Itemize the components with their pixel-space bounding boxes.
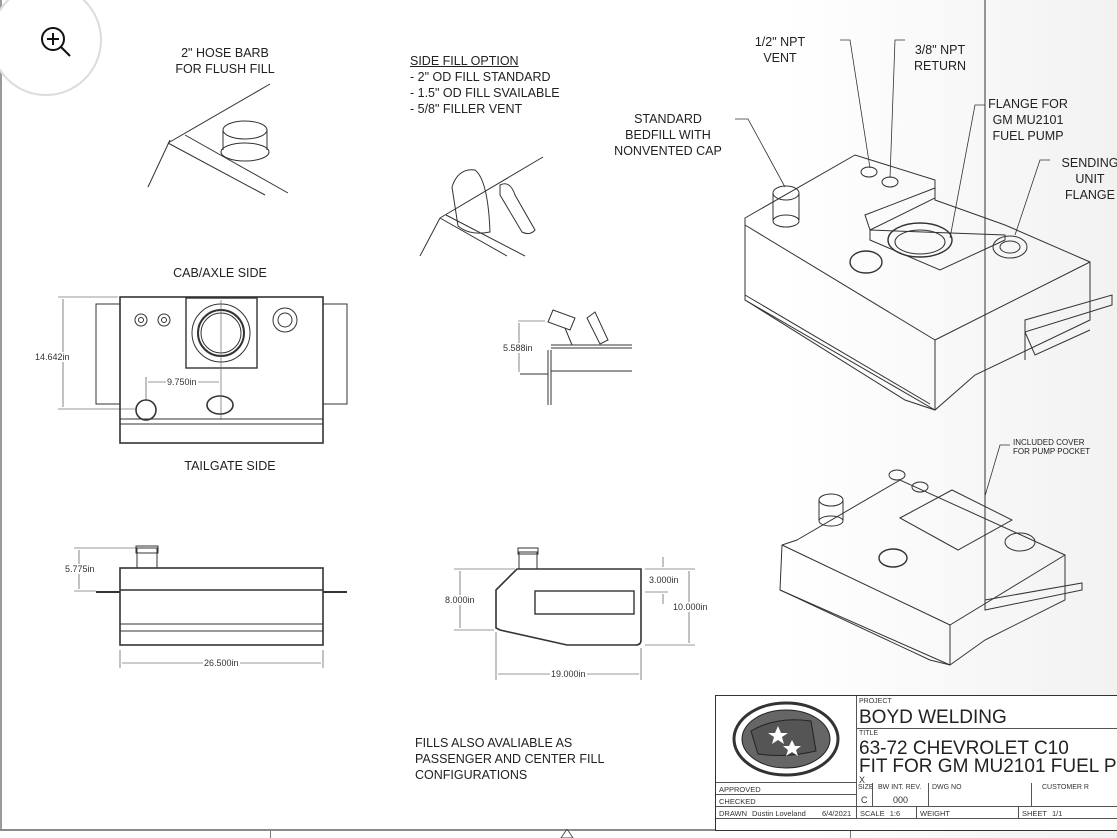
- title-block: PROJECT BOYD WELDING TITLE 63-72 CHEVROL…: [715, 695, 1117, 831]
- title-line1: 63-72 CHEVROLET C10: [859, 738, 1069, 759]
- included-cover-line2: FOR PUMP POCKET: [1013, 447, 1091, 456]
- dim-top-offset: 9.750in: [166, 377, 198, 387]
- approved-cell: APPROVED: [716, 783, 857, 795]
- drawn-by: Dustin Loveland: [752, 809, 806, 818]
- hose-barb-line2: FOR FLUSH FILL: [175, 62, 275, 76]
- npt-vent-line2: VENT: [763, 51, 797, 65]
- project-name: BOYD WELDING: [859, 707, 1007, 728]
- dim-top-height: 14.642in: [34, 352, 71, 362]
- standard-bedfill-line3: NONVENTED CAP: [614, 144, 722, 158]
- side-fill-option-note: SIDE FILL OPTION - 2" OD FILL STANDARD -…: [410, 53, 560, 117]
- npt-return-line1: 3/8" NPT: [914, 43, 966, 57]
- checked-label: CHECKED: [719, 797, 756, 806]
- weight-label: WEIGHT: [920, 809, 950, 818]
- sheet-value: 1/1: [1051, 809, 1063, 818]
- weight-cell: WEIGHT: [917, 807, 1019, 819]
- revision-cell: BW INT. REV. 000: [873, 783, 929, 807]
- logo-cell: [716, 696, 857, 783]
- title-line2: FIT FOR GM MU2101 FUEL PUMP: [859, 756, 1117, 777]
- top-view-tank: [58, 296, 348, 444]
- sheet-border-bottom: [0, 829, 1117, 831]
- npt-vent-line1: 1/2" NPT: [754, 35, 806, 49]
- fills-note-line1: FILLS ALSO AVALIABLE AS: [415, 736, 573, 750]
- standard-bedfill-label: STANDARD BEDFILL WITH NONVENTED CAP: [603, 111, 733, 159]
- size-label: SIZE: [858, 784, 874, 791]
- size-value: C: [861, 795, 868, 805]
- isometric-tank-cover: [779, 0, 1083, 666]
- side-fill-item: - 5/8" FILLER VENT: [410, 102, 523, 116]
- side-view-tank: [454, 547, 695, 680]
- sending-unit-label: SENDING UNIT FLANGE: [1050, 155, 1117, 203]
- flange-pump-label: FLANGE FOR GM MU2101 FUEL PUMP: [980, 96, 1076, 144]
- flange-pump-line1: FLANGE FOR: [988, 97, 1068, 111]
- drawn-cell: DRAWN Dustin Loveland 6/4/2021: [716, 807, 857, 819]
- dim-side-pocket: 3.000in: [648, 575, 680, 585]
- hose-barb-line1: 2" HOSE BARB: [181, 46, 269, 60]
- dim-front-height: 5.775in: [64, 564, 96, 574]
- side-fill-title: SIDE FILL OPTION: [410, 54, 519, 68]
- npt-return-label: 3/8" NPT RETURN: [905, 42, 975, 74]
- dim-side-height-rear: 10.000in: [672, 602, 709, 612]
- sheet-border-left: [0, 0, 2, 830]
- sending-unit-line3: FLANGE: [1064, 188, 1115, 202]
- zoom-in-button[interactable]: [0, 0, 102, 96]
- size-cell: SIZE C: [857, 783, 874, 807]
- zone-divider: [270, 831, 271, 838]
- revision-label: BW INT. REV.: [878, 784, 922, 791]
- fills-note-line2: PASSENGER AND CENTER FILL: [415, 752, 605, 766]
- approved-label: APPROVED: [719, 785, 761, 794]
- project-label: PROJECT: [859, 698, 892, 705]
- side-fill-item: - 2" OD FILL STANDARD: [410, 70, 551, 84]
- fills-note-line3: CONFIGURATIONS: [415, 768, 528, 782]
- front-view-tank: [74, 545, 347, 668]
- checked-cell: CHECKED: [716, 795, 857, 807]
- sheet-label: SHEET: [1022, 809, 1047, 818]
- dwg-no-cell: DWG NO: [929, 783, 1032, 807]
- dwg-no-label: DWG NO: [932, 784, 962, 791]
- hose-barb-detail: [147, 83, 289, 196]
- fills-note: FILLS ALSO AVALIABLE AS PASSENGER AND CE…: [415, 735, 604, 783]
- scale-cell: SCALE 1:6: [857, 807, 917, 819]
- boyd-welding-logo: [732, 701, 840, 777]
- title-line3: X: [859, 775, 866, 785]
- side-fill-detail: [419, 156, 544, 257]
- center-mark-icon: [560, 829, 574, 838]
- dim-front-width: 26.500in: [203, 658, 240, 668]
- customer-cell: CUSTOMER R: [1032, 783, 1117, 807]
- zone-divider: [850, 831, 851, 838]
- standard-bedfill-line2: BEDFILL WITH: [625, 128, 711, 142]
- dim-side-height-front: 8.000in: [444, 595, 476, 605]
- title-label: TITLE: [859, 730, 879, 737]
- scale-value: 1:6: [889, 809, 901, 818]
- npt-return-line2: RETURN: [913, 59, 967, 73]
- leader-lines: [735, 39, 1050, 497]
- sending-unit-line1: SENDING: [1061, 156, 1117, 170]
- drawn-label: DRAWN: [719, 809, 748, 818]
- dim-side-length: 19.000in: [550, 669, 587, 679]
- hose-barb-label: 2" HOSE BARB FOR FLUSH FILL: [160, 45, 290, 77]
- flange-pump-line3: FUEL PUMP: [992, 129, 1064, 143]
- sending-unit-line2: UNIT: [1075, 172, 1105, 186]
- included-cover-line1: INCLUDED COVER: [1013, 438, 1085, 447]
- side-fill-item: - 1.5" OD FILL SVAILABLE: [410, 86, 560, 100]
- dim-side-fill-height: 5.588in: [502, 343, 534, 353]
- standard-bedfill-line1: STANDARD: [634, 112, 702, 126]
- customer-label: CUSTOMER R: [1042, 784, 1089, 791]
- sheet-cell: SHEET 1/1: [1019, 807, 1117, 819]
- included-cover-label: INCLUDED COVER FOR PUMP POCKET: [1013, 438, 1090, 456]
- cab-axle-side-label: CAB/AXLE SIDE: [173, 266, 267, 280]
- side-fill-profile: [518, 309, 632, 405]
- zoom-in-icon: [41, 27, 71, 57]
- scale-label: SCALE: [860, 809, 885, 818]
- isometric-tank-pump-flange: [744, 154, 1113, 411]
- drawn-date: 6/4/2021: [822, 809, 852, 818]
- revision-value: 000: [893, 795, 909, 805]
- flange-pump-line2: GM MU2101: [992, 113, 1064, 127]
- tailgate-side-label: TAILGATE SIDE: [184, 459, 276, 473]
- npt-vent-label: 1/2" NPT VENT: [745, 34, 815, 66]
